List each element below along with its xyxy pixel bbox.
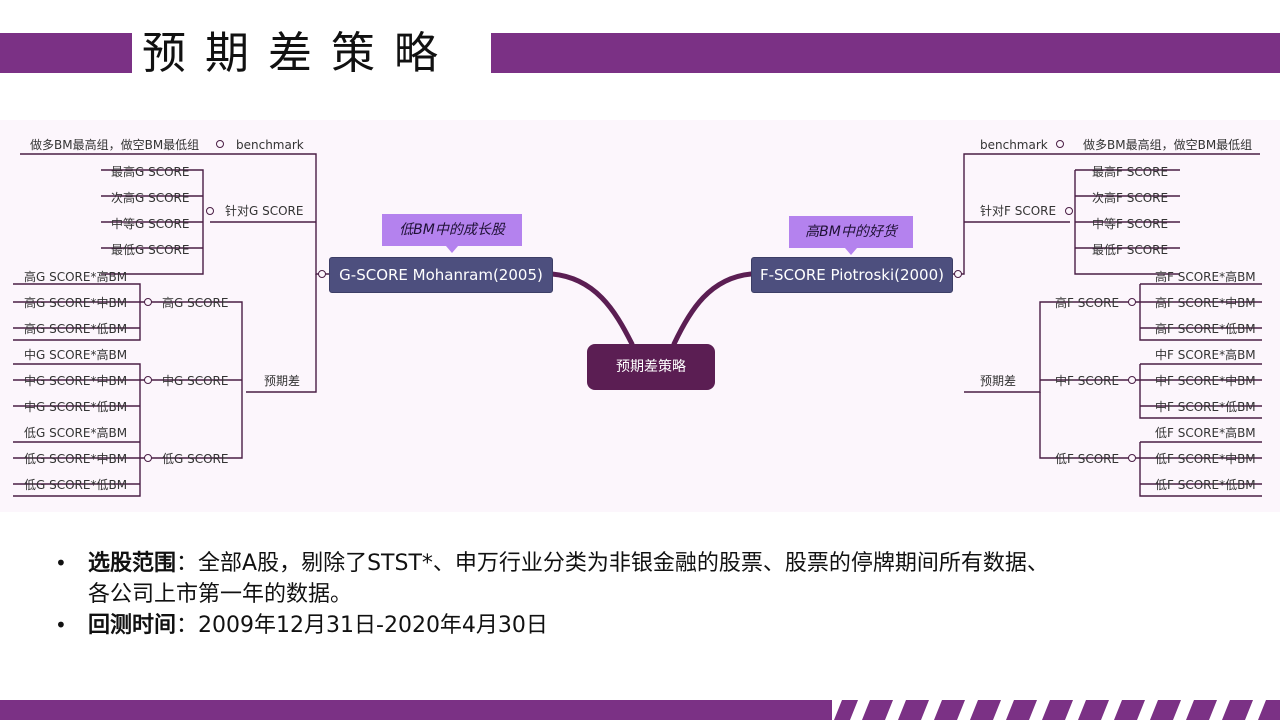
left-benchmark-label[interactable]: benchmark <box>236 138 304 152</box>
footer-stripes <box>0 700 1280 720</box>
mindmap-root[interactable]: 预期差策略 <box>587 344 715 390</box>
left-gap-leaf: 中G SCORE*中BM <box>24 374 128 388</box>
left-factor-child: 次高G SCORE <box>111 191 190 205</box>
bullet-text: 全部A股，剔除了STST*、申万行业分类为非银金融的股票、股票的停牌期间所有数据… <box>198 551 1049 576</box>
bullet-text: 2009年12月31日-2020年4月30日 <box>198 613 548 638</box>
right-gap-leaf: 低F SCORE*低BM <box>1155 478 1256 492</box>
left-key-node[interactable]: G-SCORE Mohanram(2005) <box>329 257 553 293</box>
right-gap-leaf: 高F SCORE*低BM <box>1155 322 1256 336</box>
mindmap: 做多BM最高组，做空BM最低组 benchmark 针对G SCORE 最高G … <box>0 120 1280 512</box>
left-gap-leaf: 低G SCORE*高BM <box>24 426 128 440</box>
right-gap-group-high[interactable]: 高F SCORE <box>1055 296 1120 310</box>
bullet-item: • 选股范围：全部A股，剔除了STST*、申万行业分类为非银金融的股票、股票的停… <box>55 548 1255 610</box>
right-gap-leaf: 中F SCORE*中BM <box>1155 374 1256 388</box>
bullet-sep: ： <box>176 613 199 638</box>
left-gap-group-low[interactable]: 低G SCORE <box>162 452 229 466</box>
left-gap-leaf: 高G SCORE*低BM <box>24 322 128 336</box>
left-gap-leaf: 低G SCORE*低BM <box>24 478 128 492</box>
left-gap-group-mid[interactable]: 中G SCORE <box>162 374 229 388</box>
right-factor-child: 最高F SCORE <box>1092 165 1169 179</box>
left-gap-leaf: 中G SCORE*高BM <box>24 348 128 362</box>
left-gap-leaf: 高G SCORE*中BM <box>24 296 128 310</box>
title-bar-right <box>491 33 1280 73</box>
mindmap-connectors <box>13 140 1262 497</box>
right-gap-group-low[interactable]: 低F SCORE <box>1055 452 1120 466</box>
right-gap-leaf: 低F SCORE*高BM <box>1155 426 1256 440</box>
right-benchmark-child: 做多BM最高组，做空BM最低组 <box>1083 138 1253 152</box>
right-gap-leaf: 高F SCORE*中BM <box>1155 296 1256 310</box>
left-gap-leaf: 低G SCORE*中BM <box>24 452 128 466</box>
left-gap-leaf: 中G SCORE*低BM <box>24 400 128 414</box>
right-factor-label[interactable]: 针对F SCORE <box>980 204 1057 218</box>
page-title: 预期差策略 <box>142 28 457 79</box>
right-factor-child: 最低F SCORE <box>1092 243 1169 257</box>
bullet-text-continued: 各公司上市第一年的数据。 <box>88 582 353 607</box>
bullet-dot: • <box>55 551 67 575</box>
bullet-sep: ： <box>176 551 199 576</box>
title-bar-left <box>0 33 132 73</box>
footer-stripe-bar <box>0 700 1280 720</box>
left-gap-group-high[interactable]: 高G SCORE <box>162 296 229 310</box>
left-factor-child: 最高G SCORE <box>111 165 190 179</box>
right-gap-leaf: 中F SCORE*低BM <box>1155 400 1256 414</box>
bullet-list: • 选股范围：全部A股，剔除了STST*、申万行业分类为非银金融的股票、股票的停… <box>55 548 1255 641</box>
bullet-key: 回测时间 <box>88 613 177 638</box>
right-factor-child: 次高F SCORE <box>1092 191 1169 205</box>
right-key-node[interactable]: F-SCORE Piotroski(2000) <box>751 257 953 293</box>
right-gap-leaf: 低F SCORE*中BM <box>1155 452 1256 466</box>
left-factor-child: 中等G SCORE <box>111 217 190 231</box>
bullet-dot: • <box>55 613 67 637</box>
left-benchmark-child: 做多BM最高组，做空BM最低组 <box>30 138 200 152</box>
left-gap-label[interactable]: 预期差 <box>264 374 301 388</box>
right-gap-leaf: 高F SCORE*高BM <box>1155 270 1256 284</box>
right-benchmark-label[interactable]: benchmark <box>980 138 1048 152</box>
right-gap-leaf: 中F SCORE*高BM <box>1155 348 1256 362</box>
right-gap-label[interactable]: 预期差 <box>980 374 1017 388</box>
bullet-item: • 回测时间：2009年12月31日-2020年4月30日 <box>55 610 1255 641</box>
bullet-key: 选股范围 <box>88 551 177 576</box>
right-factor-child: 中等F SCORE <box>1092 217 1169 231</box>
left-callout: 低BM中的成长股 <box>382 214 522 253</box>
left-factor-child: 最低G SCORE <box>111 243 190 257</box>
left-factor-label[interactable]: 针对G SCORE <box>225 204 304 218</box>
right-callout: 高BM中的好货 <box>789 216 913 255</box>
right-gap-group-mid[interactable]: 中F SCORE <box>1055 374 1120 388</box>
left-gap-leaf: 高G SCORE*高BM <box>24 270 128 284</box>
